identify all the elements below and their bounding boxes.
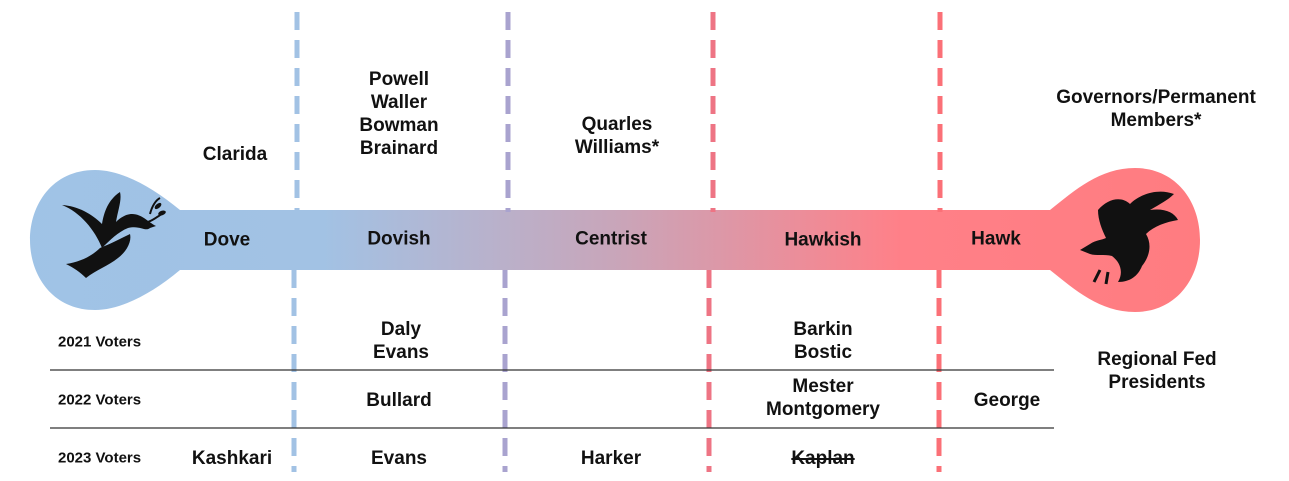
voters-2022-hawk: George (973, 390, 1041, 411)
voters-2022-hawkish: Mester Montgomery (766, 376, 880, 420)
governors-dovish: Powell Waller Bowman Brainard (359, 69, 439, 159)
voters-2023-hawkish-struck: Kaplan (791, 448, 855, 469)
voters-2022-dovish: Bullard (366, 390, 432, 411)
spectrum-shape (30, 168, 1200, 312)
row-label-2021: 2021 Voters (58, 333, 142, 351)
row-label-2022: 2022 Voters (58, 391, 142, 409)
voters-2023-dovish: Evans (371, 448, 427, 469)
voters-2021-dovish: Daly Evans (373, 319, 429, 363)
band-centrist: Centrist (575, 228, 647, 250)
voters-2023-centrist: Harker (580, 448, 642, 469)
eagle-icon (1080, 191, 1178, 285)
band-hawk: Hawk (971, 228, 1021, 250)
band-dovish: Dovish (367, 228, 431, 250)
governors-group-label: Governors/Permanent Members* (1056, 87, 1256, 131)
voters-2023-dove: Kashkari (191, 448, 273, 469)
regional-group-label: Regional Fed Presidents (1097, 349, 1217, 393)
governors-centrist: Quarles Williams* (574, 114, 660, 158)
dove-icon (62, 192, 166, 278)
governor-dove: Clarida (202, 144, 268, 165)
band-dove: Dove (203, 229, 251, 251)
row-label-2023: 2023 Voters (58, 449, 142, 467)
band-hawkish: Hawkish (784, 229, 862, 251)
voters-2021-hawkish: Barkin Bostic (793, 319, 853, 363)
